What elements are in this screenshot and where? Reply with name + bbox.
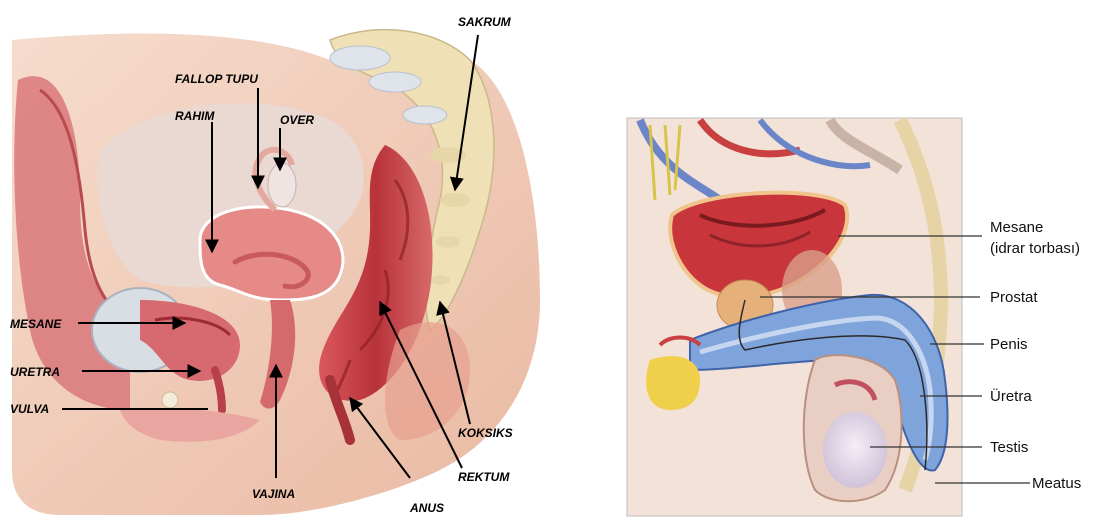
label-uretra-female: URETRA: [10, 365, 60, 379]
label-meatus: Meatus: [1032, 475, 1081, 492]
label-rektum: REKTUM: [458, 470, 510, 484]
label-sakrum: SAKRUM: [458, 15, 512, 29]
label-anus: ANUS: [409, 501, 444, 515]
label-prostat: Prostat: [990, 289, 1038, 306]
label-koksiks: KOKSIKS: [458, 426, 513, 440]
ovary: [268, 163, 296, 207]
male-labels: Mesane (idrar torbası) Prostat Penis Üre…: [990, 219, 1081, 492]
label-vajina: VAJINA: [252, 487, 295, 501]
label-penis: Penis: [990, 336, 1028, 353]
male-testis: [823, 412, 887, 488]
label-mesane-female: MESANE: [10, 317, 62, 331]
label-mesane-male: Mesane: [990, 219, 1043, 236]
label-uretra-male: Üretra: [990, 387, 1032, 405]
label-vulva: VULVA: [10, 402, 49, 416]
label-over: OVER: [280, 113, 314, 127]
label-fallop-tupu: FALLOP TUPU: [175, 72, 258, 86]
pubic-bone: [162, 392, 178, 408]
label-testis: Testis: [990, 439, 1028, 456]
label-rahim: RAHIM: [175, 109, 215, 123]
label-mesane-male-sub: (idrar torbası): [990, 240, 1080, 257]
male-anatomy-illustration: [627, 118, 962, 516]
